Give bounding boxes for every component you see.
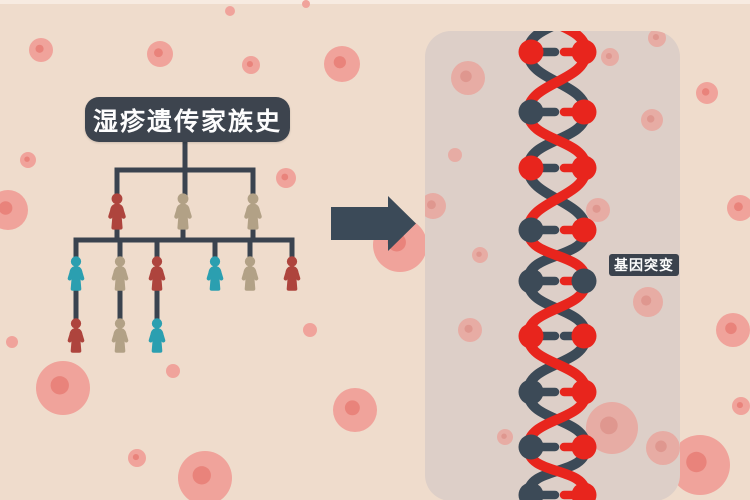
dna-node-dot [571,39,597,65]
title-box: 湿疹遗传家族史 [85,97,290,142]
dna-node-dot [571,323,597,349]
cell-blob [458,318,482,342]
panel-cells [425,31,680,465]
dna-node-dot [571,217,597,243]
cell-blob [303,323,317,337]
cell-blob [324,46,360,82]
dna-helix [518,31,597,500]
tree-connector [114,167,256,198]
dna-node-dot [518,155,544,181]
tree-connector [117,240,253,258]
dna-node-dot [518,482,544,500]
tree-connector [73,286,160,320]
cell-blob [6,336,18,348]
tree-connector [73,237,295,258]
cell-blob [633,287,663,317]
cell-blob [670,435,730,495]
cell-blob [302,0,310,8]
dna-node-row [518,323,597,349]
background-top-sliver [0,0,750,4]
dna-node-row [518,434,597,460]
dna-node-dot [518,268,544,294]
dna-node-dot [518,323,544,349]
page-title: 湿疹遗传家族史 [92,106,282,136]
cell-blob [29,38,53,62]
right-panel [425,31,680,500]
cell-blob [732,397,750,415]
cell-blob [448,148,462,162]
family-tree-connectors [73,138,295,320]
dna-node-row [518,99,597,125]
cell-blob [20,152,36,168]
cell-blob [333,388,377,432]
cell-blob [472,247,488,263]
gene-mutation-label-text: 基因突变 [614,258,674,274]
cell-blob [601,48,619,66]
dna-node-dot [571,155,597,181]
cell-blob [425,193,446,219]
gene-mutation-label: 基因突变 [609,254,679,276]
cell-blob [225,6,235,16]
arrow-right-icon [331,196,416,251]
cell-blob [586,198,610,222]
cell-blob [128,449,146,467]
cell-blob [451,61,485,95]
cell-blob [276,168,296,188]
dna-node-dot [518,434,544,460]
dna-node-row [518,482,597,500]
cell-blob [648,31,666,47]
dna-node-dot [571,268,597,294]
dna-node-dot [518,217,544,243]
cell-blob [242,56,260,74]
dna-node-dot [571,434,597,460]
cell-blob [497,429,513,445]
dna-node-dot [571,379,597,405]
dna-node-dot [518,39,544,65]
cell-blob [166,364,180,378]
dna-node-row [518,379,597,405]
cell-blob [646,431,680,465]
dna-node-row [518,268,597,294]
cell-blob [696,82,718,104]
cell-blob [147,41,173,67]
dna-node-dot [518,379,544,405]
dna-node-dot [571,99,597,125]
dna-node-dot [571,482,597,500]
cell-blob [727,195,750,221]
cell-blob [716,313,750,347]
dna-node-row [518,217,597,243]
dna-node-dot [518,99,544,125]
dna-node-row [518,155,597,181]
cell-blob [586,402,638,454]
cell-blob [178,451,232,500]
cell-blob [641,109,663,131]
dna-panel-background [425,31,680,500]
dna-node-row [518,39,597,65]
cell-blob [36,361,90,415]
cell-blob [0,190,28,230]
